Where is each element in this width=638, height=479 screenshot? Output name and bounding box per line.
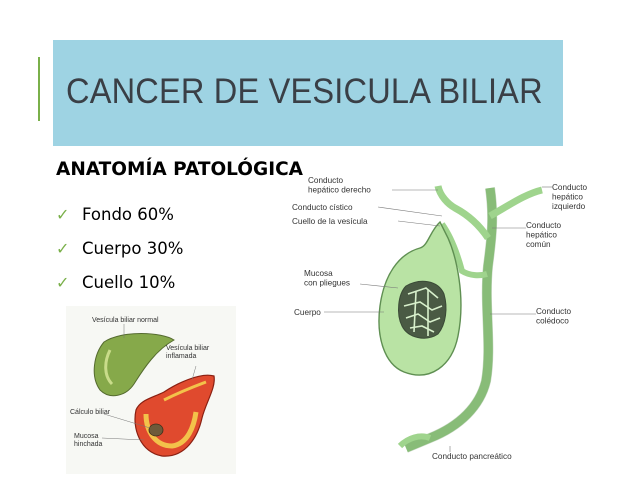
checkmark-icon: ✓ bbox=[56, 272, 70, 292]
bullet-label: Cuello 10% bbox=[82, 272, 176, 292]
label-pancreatic-duct: Conducto pancreático bbox=[432, 452, 512, 461]
gallstone bbox=[148, 423, 164, 437]
section-heading: ANATOMÍA PATOLÓGICA bbox=[56, 159, 303, 180]
right-hepatic-duct bbox=[434, 185, 491, 240]
label-gallbladder-neck: Cuello de la vesícula bbox=[292, 217, 368, 226]
label-body: Cuerpo bbox=[294, 308, 321, 317]
pancreatic-duct bbox=[397, 433, 432, 449]
checkmark-icon: ✓ bbox=[56, 238, 70, 258]
left-hepatic-duct bbox=[488, 186, 543, 220]
normal-gallbladder bbox=[93, 333, 175, 397]
cystic-duct bbox=[439, 222, 488, 279]
label-gallstone: Cálculo biliar bbox=[70, 409, 111, 416]
bullet-label: Cuerpo 30% bbox=[82, 238, 184, 258]
bullet-item: ✓ Fondo 60% bbox=[56, 197, 183, 231]
slide-title: CANCER DE VESICULA BILIAR bbox=[66, 72, 543, 111]
bullet-item: ✓ Cuello 10% bbox=[56, 265, 183, 299]
common-bile-duct bbox=[404, 187, 497, 453]
title-accent-rule bbox=[38, 57, 40, 121]
bullet-list: ✓ Fondo 60% ✓ Cuerpo 30% ✓ Cuello 10% bbox=[56, 197, 183, 299]
title-banner bbox=[53, 40, 563, 146]
checkmark-icon: ✓ bbox=[56, 204, 70, 224]
bullet-item: ✓ Cuerpo 30% bbox=[56, 231, 183, 265]
bullet-label: Fondo 60% bbox=[82, 204, 174, 224]
label-normal-gallbladder: Vesícula biliar normal bbox=[92, 317, 159, 324]
label-cystic-duct: Conducto cístico bbox=[292, 203, 353, 212]
